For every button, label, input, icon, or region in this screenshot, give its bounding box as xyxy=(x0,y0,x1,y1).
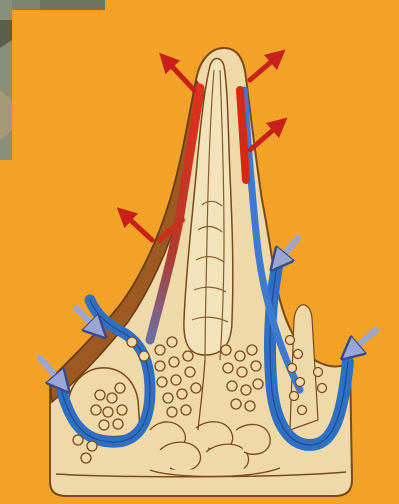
diagram-stage xyxy=(0,0,399,504)
villus-diagram xyxy=(0,0,399,504)
